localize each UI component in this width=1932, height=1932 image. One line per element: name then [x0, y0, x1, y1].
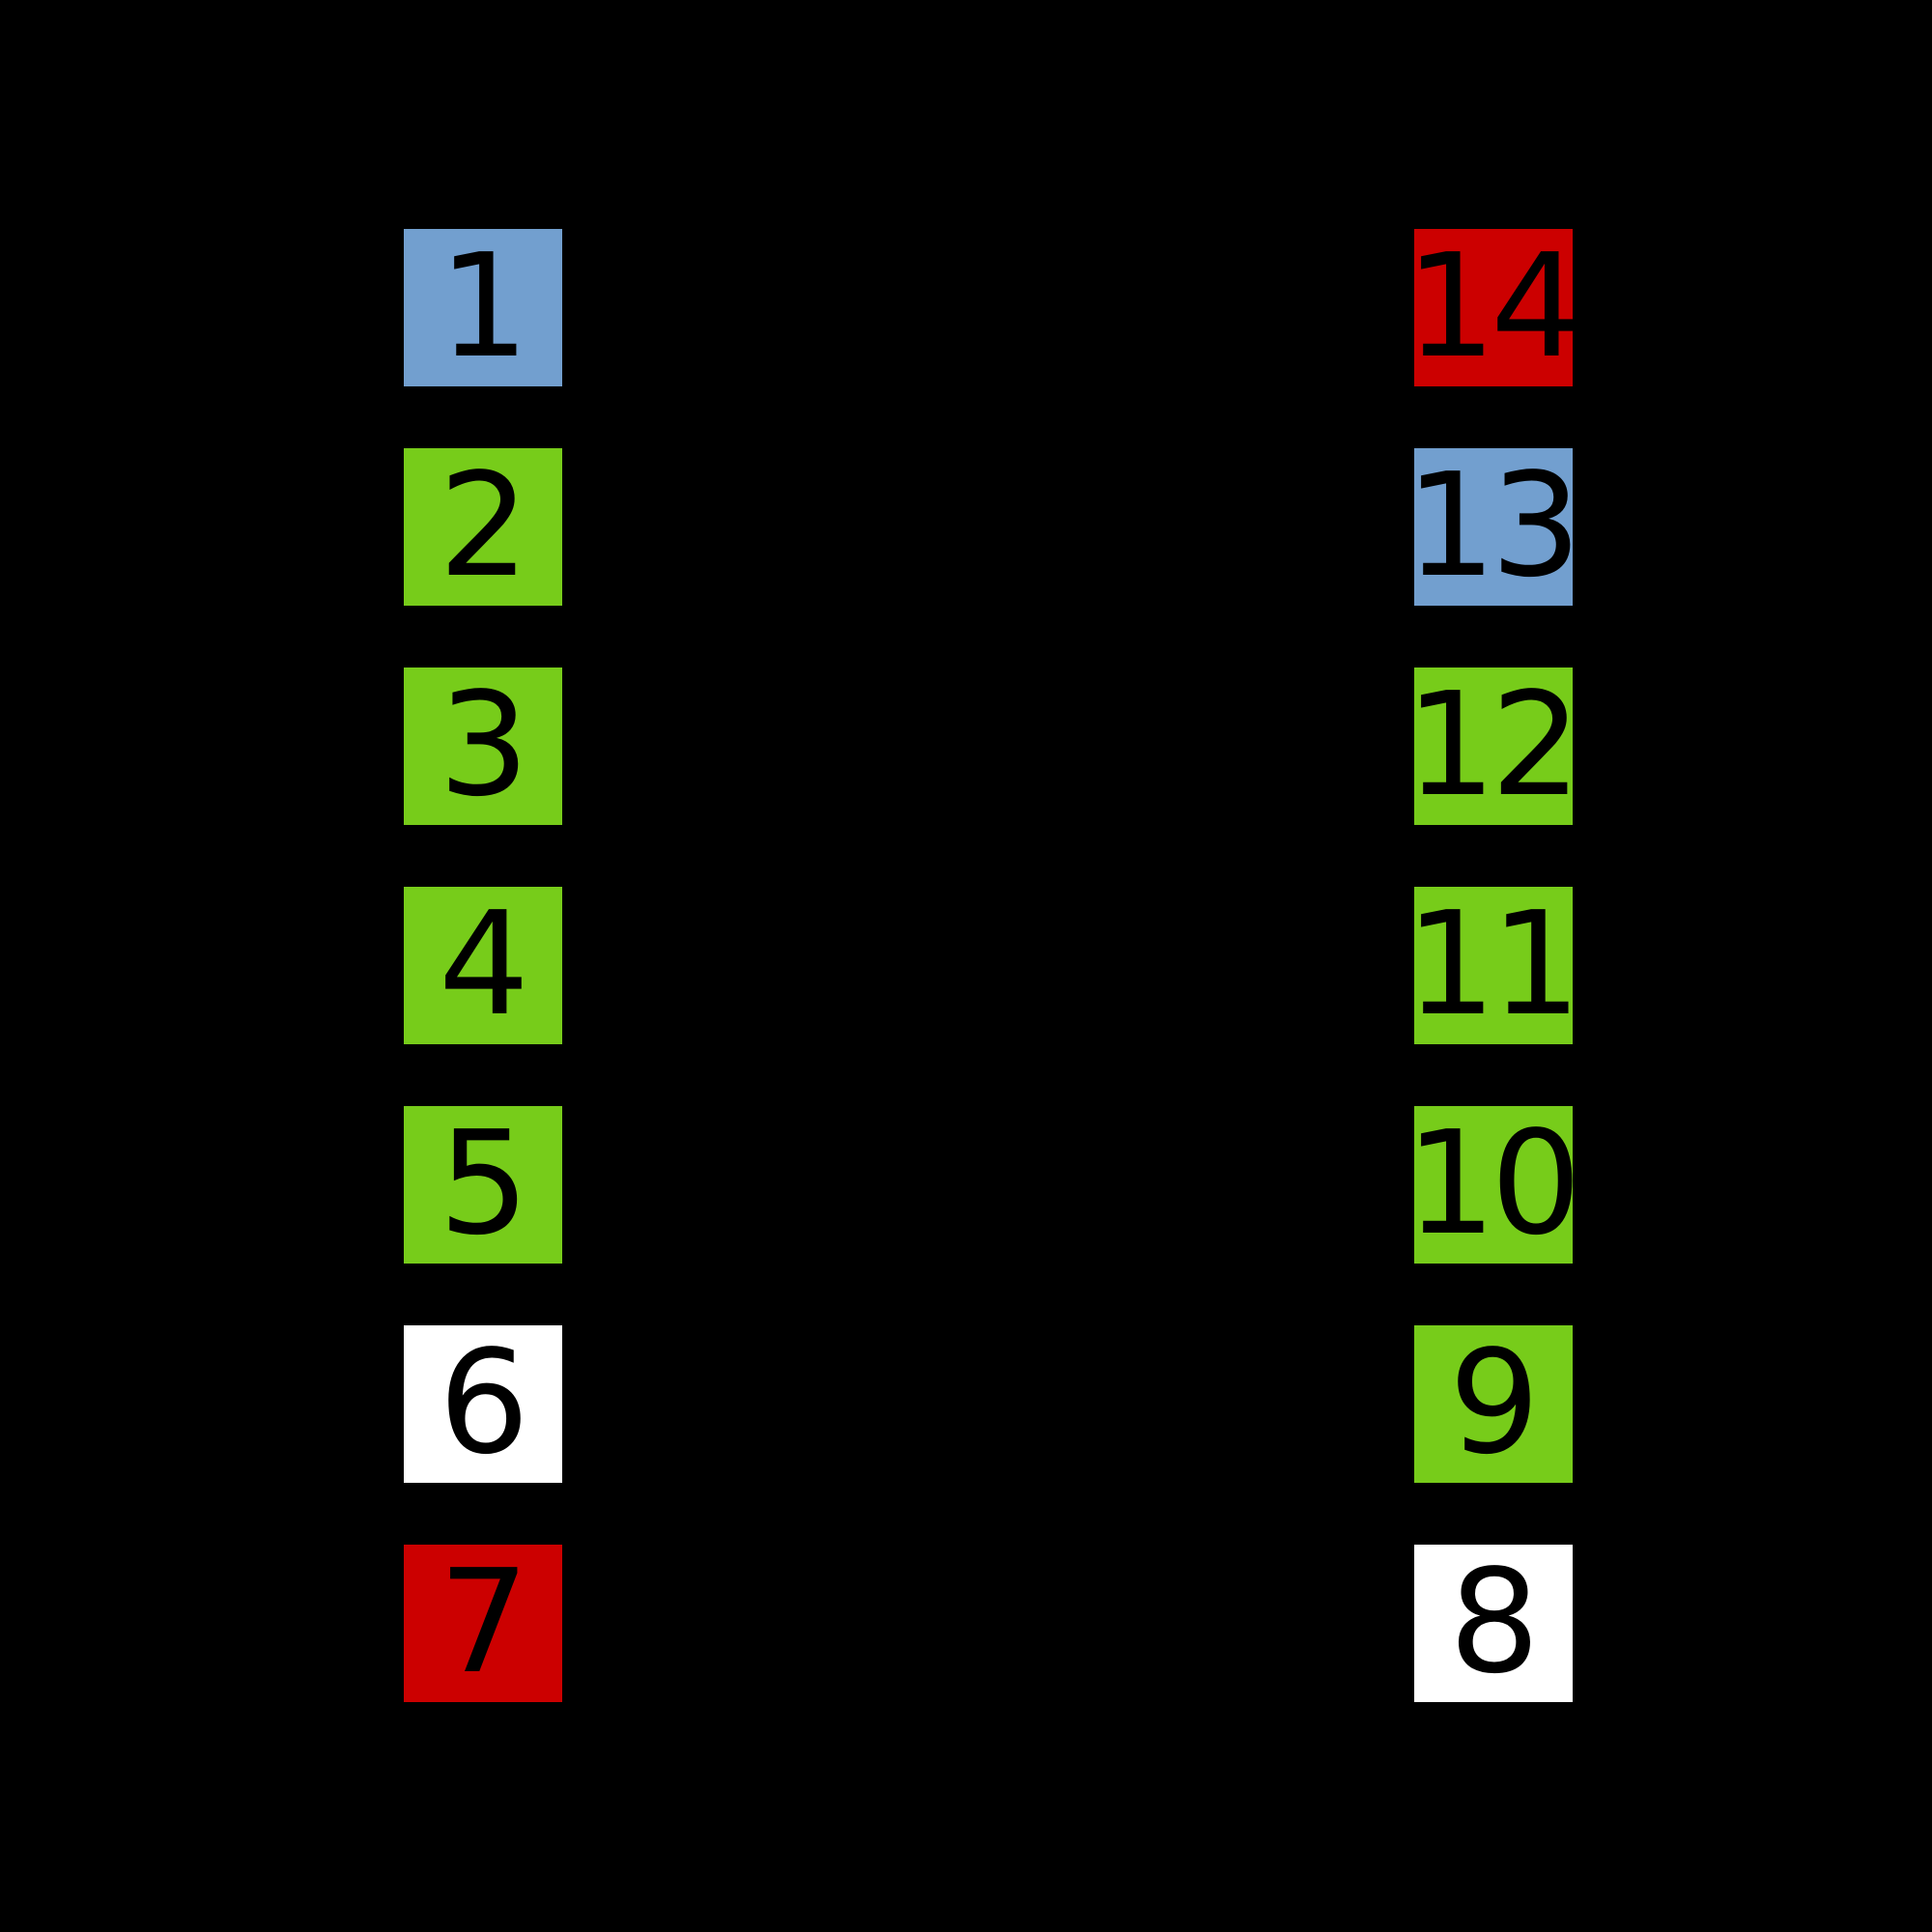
- numbered-cell-8[interactable]: 8: [1414, 1545, 1573, 1702]
- numbered-cell-1[interactable]: 1: [404, 229, 562, 386]
- cell-label: 5: [438, 1099, 529, 1266]
- cell-label: 12: [1405, 661, 1581, 828]
- cell-label: 3: [438, 661, 529, 828]
- numbered-cell-10[interactable]: 10: [1406, 1106, 1581, 1264]
- numbered-cell-2[interactable]: 2: [404, 448, 562, 606]
- cell-label: 2: [438, 441, 529, 609]
- cell-label: 13: [1405, 441, 1581, 609]
- numbered-cell-5[interactable]: 5: [404, 1106, 562, 1264]
- cell-label: 9: [1448, 1319, 1540, 1486]
- right-column: 14 13 12 11 10 9 8: [1406, 0, 1581, 1932]
- cell-label: 14: [1405, 222, 1581, 389]
- numbered-cell-11[interactable]: 11: [1406, 887, 1581, 1044]
- left-column: 1 2 3 4 5 6 7: [404, 0, 562, 1932]
- cell-label: 4: [438, 880, 529, 1047]
- numbered-cell-9[interactable]: 9: [1414, 1325, 1573, 1483]
- numbered-cell-7[interactable]: 7: [404, 1545, 562, 1702]
- cell-label: 1: [438, 222, 529, 389]
- numbered-cell-3[interactable]: 3: [404, 668, 562, 825]
- cell-label: 10: [1405, 1099, 1581, 1266]
- numbered-cell-6[interactable]: 6: [404, 1325, 562, 1483]
- numbered-cell-13[interactable]: 13: [1406, 448, 1581, 606]
- numbered-cell-4[interactable]: 4: [404, 887, 562, 1044]
- cell-label: 11: [1405, 880, 1581, 1047]
- cell-label: 7: [438, 1538, 529, 1705]
- cell-label: 6: [438, 1319, 529, 1486]
- numbered-cell-12[interactable]: 12: [1406, 668, 1581, 825]
- numbered-cell-14[interactable]: 14: [1406, 229, 1581, 386]
- cell-label: 8: [1448, 1538, 1540, 1705]
